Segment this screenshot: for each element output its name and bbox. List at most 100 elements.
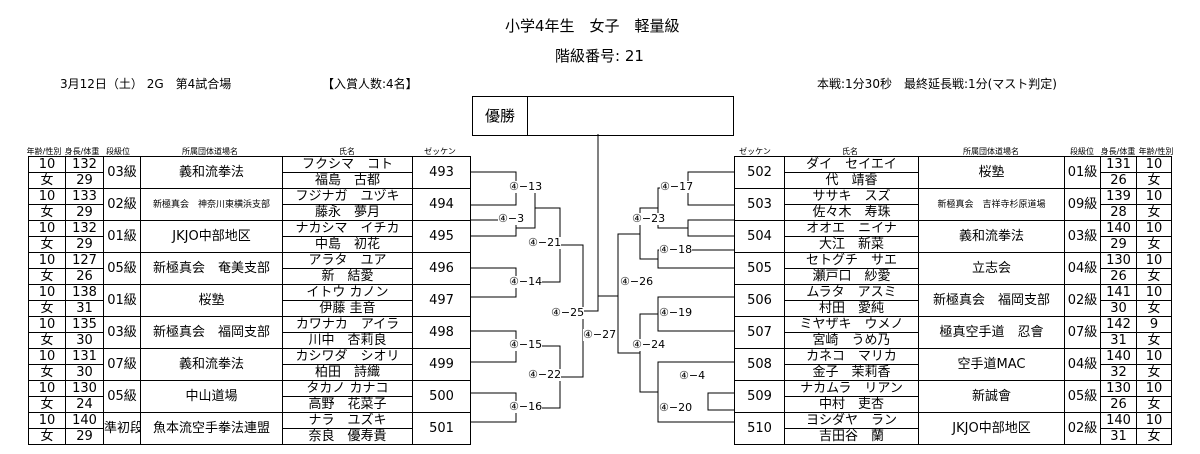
bracket-line: [687, 219, 734, 237]
award-count: 【入賞人数:4名】: [322, 77, 418, 91]
height-cell: 141: [1100, 284, 1137, 301]
name-kana-cell: ムラタ アスミ: [784, 284, 919, 301]
weight-cell: 24: [65, 396, 104, 413]
winner-label: 優勝: [473, 97, 528, 135]
grade-cell: 02級: [1064, 284, 1101, 317]
date-info: 3月12日（土） 2G 第4試合場: [60, 77, 232, 91]
match-label: ④−18: [659, 243, 693, 256]
sex-cell: 女: [28, 236, 66, 253]
right-col-name: 氏名: [842, 147, 858, 156]
dojo-cell: 義和流拳法: [140, 348, 283, 381]
sex-cell: 女: [1136, 396, 1172, 413]
name-kanji-cell: 川中 杏莉良: [282, 332, 413, 349]
name-kanji-cell: 藤永 夢月: [282, 204, 413, 221]
weight-cell: 26: [1100, 396, 1137, 413]
left-col-grade: 段級位: [106, 147, 130, 156]
left-col-hw: 身長/体重: [64, 147, 100, 156]
grade-cell: 05級: [103, 252, 141, 285]
left-col-dojo: 所属団体道場名: [182, 147, 238, 156]
dojo-cell: 立志会: [918, 252, 1065, 285]
right-col-dojo: 所属団体道場名: [963, 147, 1019, 156]
grade-cell: 準初段: [103, 412, 141, 445]
grade-cell: 01級: [1064, 156, 1101, 189]
sex-cell: 女: [28, 268, 66, 285]
left-col-name: 氏名: [339, 147, 355, 156]
height-cell: 142: [1100, 316, 1137, 333]
match-label: ④−19: [659, 306, 693, 319]
match-label: ④−26: [620, 275, 654, 288]
match-label: ④−15: [509, 338, 543, 351]
zekken-cell: 501: [412, 412, 471, 445]
dojo-cell: 新誠會: [918, 380, 1065, 413]
grade-cell: 01級: [103, 284, 141, 317]
dojo-cell: 義和流拳法: [918, 220, 1065, 253]
match-label: ④−16: [509, 400, 543, 413]
dojo-cell: 魚本流空手拳法連盟: [140, 412, 283, 445]
zekken-cell: 498: [412, 316, 471, 349]
zekken-cell: 495: [412, 220, 471, 253]
grade-cell: 07級: [103, 348, 141, 381]
height-cell: 140: [1100, 412, 1137, 429]
name-kana-cell: アラタ ユア: [282, 252, 413, 269]
sex-cell: 女: [28, 204, 66, 221]
match-label: ④−22: [528, 368, 562, 381]
bracket-line: [639, 313, 658, 393]
grade-cell: 03級: [103, 316, 141, 349]
bracket-line: [687, 171, 734, 206]
zekken-cell: 509: [734, 380, 785, 413]
dojo-cell: 義和流拳法: [140, 156, 283, 189]
weight-cell: 28: [1100, 204, 1137, 221]
height-cell: 127: [65, 252, 104, 269]
name-kana-cell: セトグチ サエ: [784, 252, 919, 269]
match-label: ④−13: [509, 180, 543, 193]
dojo-cell: 新極真会 吉祥寺杉原道場: [918, 188, 1065, 221]
dojo-cell: 空手道MAC: [918, 348, 1065, 381]
zekken-cell: 504: [734, 220, 785, 253]
sex-cell: 女: [28, 172, 66, 189]
zekken-cell: 493: [412, 156, 471, 189]
match-label: ④−24: [632, 338, 666, 351]
match-label: ④−4: [679, 369, 706, 382]
zekken-cell: 500: [412, 380, 471, 413]
name-kanji-cell: 福島 古都: [282, 172, 413, 189]
grade-cell: 04級: [1064, 252, 1101, 285]
rules-info: 本戦:1分30秒 最終延長戦:1分(マスト判定): [817, 77, 1057, 91]
grade-cell: 01級: [103, 220, 141, 253]
zekken-cell: 494: [412, 188, 471, 221]
sex-cell: 女: [1136, 268, 1172, 285]
match-label: ④−23: [632, 212, 666, 225]
name-kanji-cell: 中村 吏杏: [784, 396, 919, 413]
winner-box: 優勝: [472, 96, 734, 136]
zekken-cell: 503: [734, 188, 785, 221]
sex-cell: 女: [1136, 428, 1172, 445]
weight-cell: 29: [65, 428, 104, 445]
bracket-line: [617, 233, 640, 354]
height-cell: 133: [65, 188, 104, 205]
class-number: 階級番号: 21: [555, 47, 644, 65]
right-col-zekken: ゼッケン: [739, 147, 771, 156]
match-label: ④−14: [509, 275, 543, 288]
zekken-cell: 510: [734, 412, 785, 445]
match-label: ④−25: [551, 306, 585, 319]
height-cell: 138: [65, 284, 104, 301]
grade-cell: 02級: [103, 188, 141, 221]
